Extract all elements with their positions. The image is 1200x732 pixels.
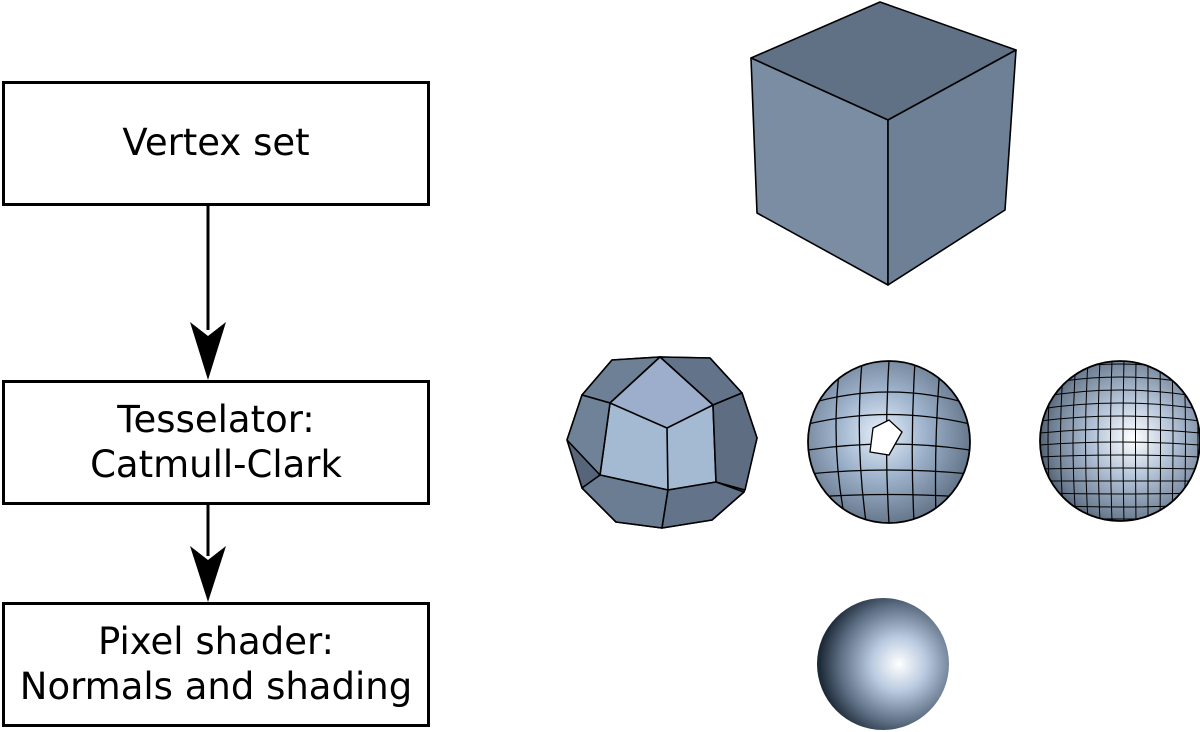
subdivision-level-2-icon: [807, 360, 971, 524]
pixel-shader-label: Pixel shader:: [97, 620, 335, 664]
smooth-shaded-sphere-icon: [817, 598, 949, 730]
subdivision-level-3-icon: [1039, 360, 1200, 522]
tesselator-method-label: Catmull-Clark: [90, 442, 342, 486]
pixel-shader-box: Pixel shader: Normals and shading: [2, 602, 430, 727]
subdivision-level-1-icon: [566, 356, 758, 529]
arrow-vertex-to-tesselator: [190, 206, 226, 380]
cube-mesh-icon: [750, 1, 1017, 286]
vertex-set-label: Vertex set: [122, 121, 310, 165]
arrow-tesselator-to-pixel-shader: [190, 505, 226, 602]
tesselator-box: Tesselator: Catmull-Clark: [2, 380, 430, 505]
pixel-shader-detail-label: Normals and shading: [19, 664, 413, 708]
vertex-set-box: Vertex set: [2, 81, 430, 206]
tesselator-label: Tesselator:: [117, 398, 315, 442]
